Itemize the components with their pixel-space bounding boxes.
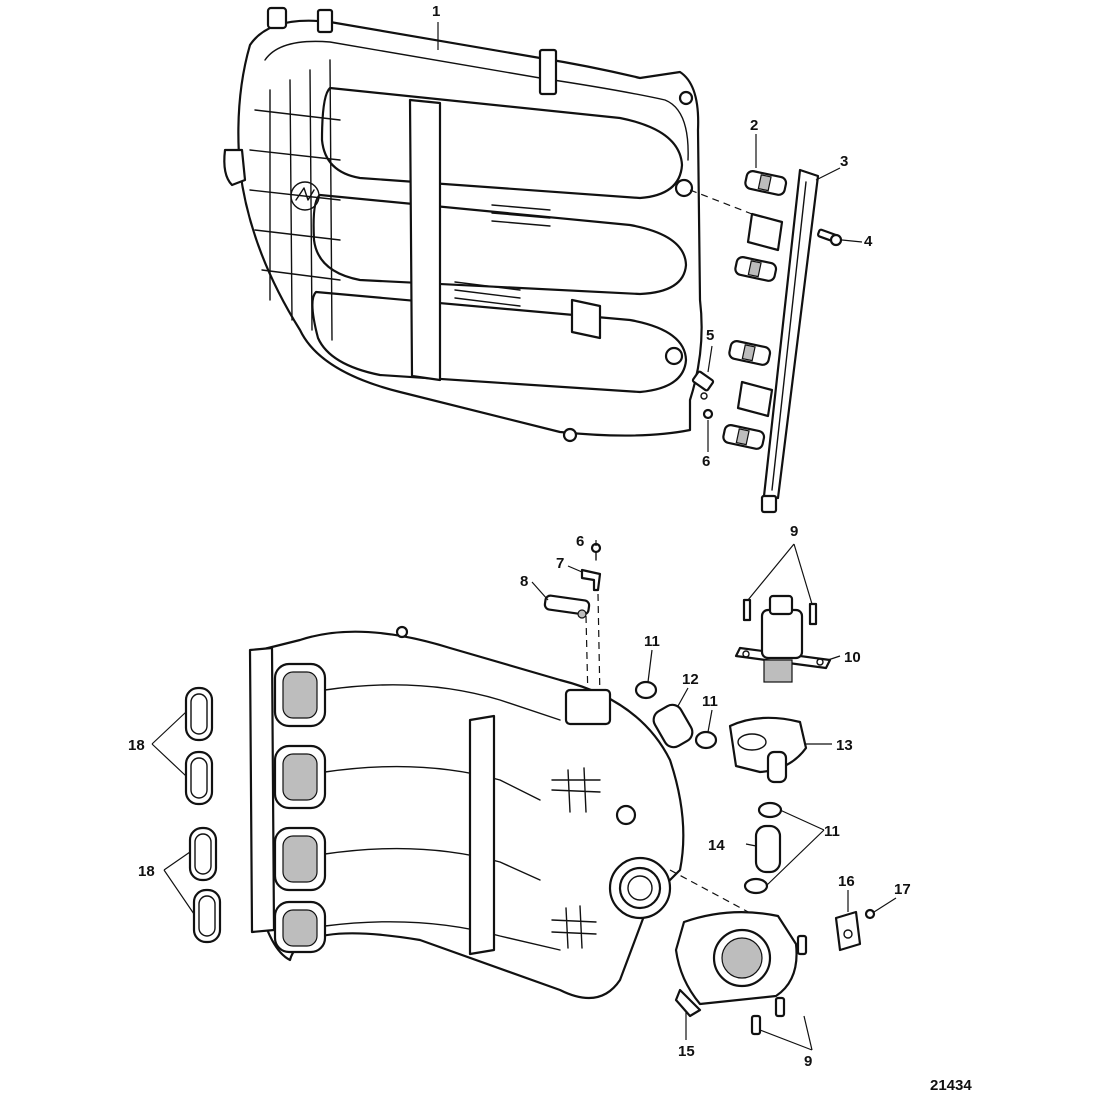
- map-sensor: [543, 594, 591, 619]
- callout-12: 12: [682, 671, 699, 688]
- callout-2: 2: [750, 117, 758, 134]
- throttle-body-bolts: [750, 934, 808, 1036]
- callout-1: 1: [432, 3, 440, 20]
- callout-18-upper: 18: [128, 737, 145, 754]
- upper-intake-manifold: [223, 6, 703, 443]
- callout-11-c: 11: [824, 823, 840, 840]
- callout-6-lower: 6: [576, 533, 584, 550]
- callout-7: 7: [556, 555, 564, 572]
- figure-id: 21434: [930, 1077, 972, 1094]
- callout-11-a: 11: [644, 633, 660, 650]
- callout-13: 13: [836, 737, 853, 754]
- sensor-screw-upper: [702, 408, 714, 420]
- sensor-screw-lower: [590, 542, 602, 561]
- fuel-injectors: [722, 170, 788, 450]
- iac-bolts: [742, 598, 818, 626]
- callout-10: 10: [844, 649, 861, 666]
- callout-15: 15: [678, 1043, 695, 1060]
- breather-hose-upper: [652, 703, 694, 749]
- callout-17: 17: [894, 881, 911, 898]
- sensor-alignment-line-a: [585, 615, 589, 701]
- sensor-bracket: [580, 568, 602, 592]
- idle-air-control-valve: [734, 594, 832, 683]
- callout-11-b: 11: [702, 693, 718, 710]
- callout-9-iac: 9: [790, 523, 798, 540]
- callout-9-throttle: 9: [804, 1053, 812, 1070]
- fuel-rail: [760, 168, 820, 514]
- throttle-alignment-line: [669, 869, 753, 915]
- fuel-rail-bolt: [816, 228, 843, 247]
- callout-16: 16: [838, 873, 855, 890]
- sensor-alignment-line-b: [597, 593, 601, 701]
- callout-3: 3: [840, 153, 848, 170]
- throttle-body-adapter: [728, 716, 808, 784]
- callout-4: 4: [864, 233, 873, 250]
- breather-hose-lower: [754, 824, 782, 874]
- callout-14: 14: [708, 837, 725, 854]
- leader-lines: [151, 22, 897, 1051]
- tps-screw: [864, 908, 876, 920]
- callout-18-lower: 18: [138, 863, 155, 880]
- intake-gaskets: [184, 686, 222, 944]
- callout-6-upper: 6: [702, 453, 710, 470]
- lower-intake-manifold: [248, 625, 685, 1000]
- callout-labels: 1 2 3 4 5 6 6 7 8 9 9 10 11 11 11 12 13 …: [128, 3, 911, 1070]
- throttle-position-sensor: [834, 910, 862, 952]
- temperature-sensor: [691, 370, 715, 400]
- throttle-body: [674, 911, 798, 1018]
- callout-5: 5: [706, 327, 714, 344]
- callout-8: 8: [520, 573, 528, 590]
